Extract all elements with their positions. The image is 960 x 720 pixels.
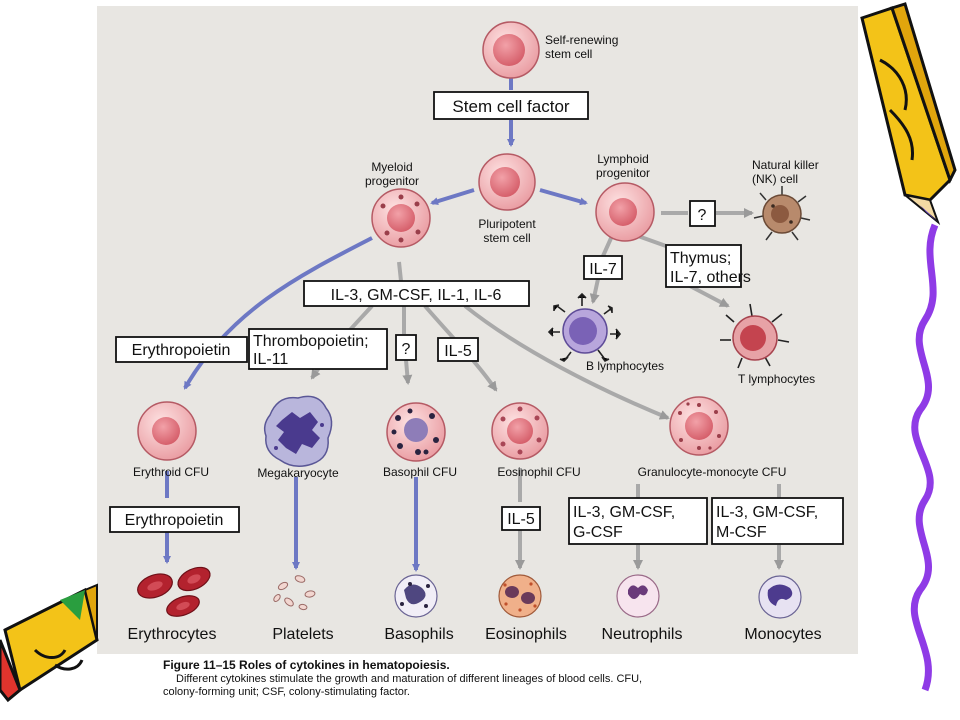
thrombopoietin-box	[248, 328, 388, 370]
m-csf-label-line1: IL-3, GM-CSF,	[716, 504, 818, 521]
blue-arrows	[163, 78, 588, 572]
il5-label-1: IL-5	[444, 343, 472, 360]
erythropoietin-label-2: Erythropoietin	[125, 512, 224, 529]
il-mix-label: IL-3, GM-CSF, IL-1, IL-6	[331, 287, 502, 304]
il5-label-2: IL-5	[507, 511, 535, 528]
neutrophils-cells	[616, 574, 660, 618]
neutrophils-label: Neutrophils	[602, 626, 683, 643]
pluripotent-label-line2: stem cell	[483, 231, 530, 245]
platelets-label: Platelets	[272, 626, 333, 643]
purple-squiggle-decoration	[910, 223, 939, 692]
m-csf-label-line2: M-CSF	[716, 524, 767, 541]
stem-cell-factor-box	[433, 91, 589, 120]
caption-title: Figure 11–15 Roles of cytokines in hemat…	[163, 658, 450, 672]
pencil-icon	[860, 2, 957, 226]
eosinophils-label: Eosinophils	[485, 626, 567, 643]
myeloid-label-line1: Myeloid	[371, 160, 412, 174]
il5-box-2	[501, 506, 541, 531]
gm-cfu-label: Granulocyte-monocyte CFU	[638, 465, 787, 479]
lymphoid-label-line1: Lymphoid	[597, 152, 649, 166]
il5-box-1	[437, 337, 479, 362]
myeloid-progenitor-cell	[371, 188, 431, 248]
unknown-basophil-cytokine-label: ?	[402, 341, 411, 358]
granulocyte-monocyte-cfu-cell	[669, 396, 729, 456]
unknown-nk-cytokine-box	[689, 200, 716, 227]
pluripotent-label-line1: Pluripotent	[478, 217, 536, 231]
basophil-cfu-label: Basophil CFU	[383, 465, 457, 479]
erythropoietin-box-1	[115, 336, 248, 363]
caption-line-2: colony-forming unit; CSF, colony-stimula…	[163, 686, 410, 698]
myeloid-label-line2: progenitor	[365, 174, 419, 188]
b-lymphocytes-label: B lymphocytes	[586, 359, 664, 373]
erythropoietin-box-2	[109, 506, 240, 533]
caption-line-1: Different cytokines stimulate the growth…	[176, 673, 643, 685]
g-csf-label-line1: IL-3, GM-CSF,	[573, 504, 675, 521]
platelets-cells	[273, 575, 316, 611]
erythrocytes-cells	[137, 566, 211, 617]
il-mix-box	[303, 280, 530, 307]
erythroid-cfu-cell	[137, 401, 197, 461]
erythroid-cfu-label: Erythroid CFU	[133, 465, 209, 479]
eosinophils-cells	[498, 574, 542, 618]
b-lymphocyte-cell	[547, 292, 622, 363]
stem-self-label-line1: Self-renewing	[545, 33, 618, 47]
erythropoietin-label-1: Erythropoietin	[132, 342, 231, 359]
lymphoid-label-line2: progenitor	[596, 166, 650, 180]
erythrocytes-label: Erythrocytes	[128, 626, 217, 643]
g-csf-box	[568, 497, 708, 545]
pluripotent-stem-cell	[478, 153, 536, 211]
il7-label: IL-7	[589, 261, 617, 278]
basophils-label: Basophils	[384, 626, 453, 643]
unknown-basophil-cytokine-box	[395, 334, 417, 361]
stem-cell-factor-label: Stem cell factor	[452, 97, 569, 116]
il7-box	[583, 255, 623, 280]
thrombopoietin-label-line2: IL-11	[253, 351, 288, 368]
nk-cell	[753, 186, 811, 241]
monocytes-cells	[758, 575, 802, 619]
t-lymphocytes-label: T lymphocytes	[738, 372, 815, 386]
eosinophil-cfu-label: Eosinophil CFU	[497, 465, 580, 479]
m-csf-box	[711, 497, 844, 545]
thymus-box	[665, 244, 742, 288]
basophil-cfu-cell	[386, 402, 446, 462]
lymphoid-progenitor-cell	[595, 182, 655, 242]
megakaryocyte-label: Megakaryocyte	[257, 466, 339, 480]
megakaryocyte-cell	[263, 395, 333, 467]
unknown-nk-cytokine-label: ?	[698, 207, 707, 224]
eosinophil-cfu-cell	[491, 402, 549, 460]
basophils-cells	[394, 574, 438, 618]
nk-label-line1: Natural killer	[752, 158, 819, 172]
stem-self-label-line2: stem cell	[545, 47, 592, 61]
pencil-icon	[0, 583, 99, 703]
g-csf-label-line2: G-CSF	[573, 524, 623, 541]
thymus-label-line1: Thymus;	[670, 250, 731, 267]
self-renewing-stem-cell	[482, 21, 540, 79]
thrombopoietin-label-line1: Thrombopoietin;	[253, 333, 369, 350]
t-lymphocyte-cell	[720, 303, 790, 369]
monocytes-label: Monocytes	[744, 626, 821, 643]
thymus-label-line2: IL-7, others	[670, 269, 751, 286]
nk-label-line2: (NK) cell	[752, 172, 798, 186]
